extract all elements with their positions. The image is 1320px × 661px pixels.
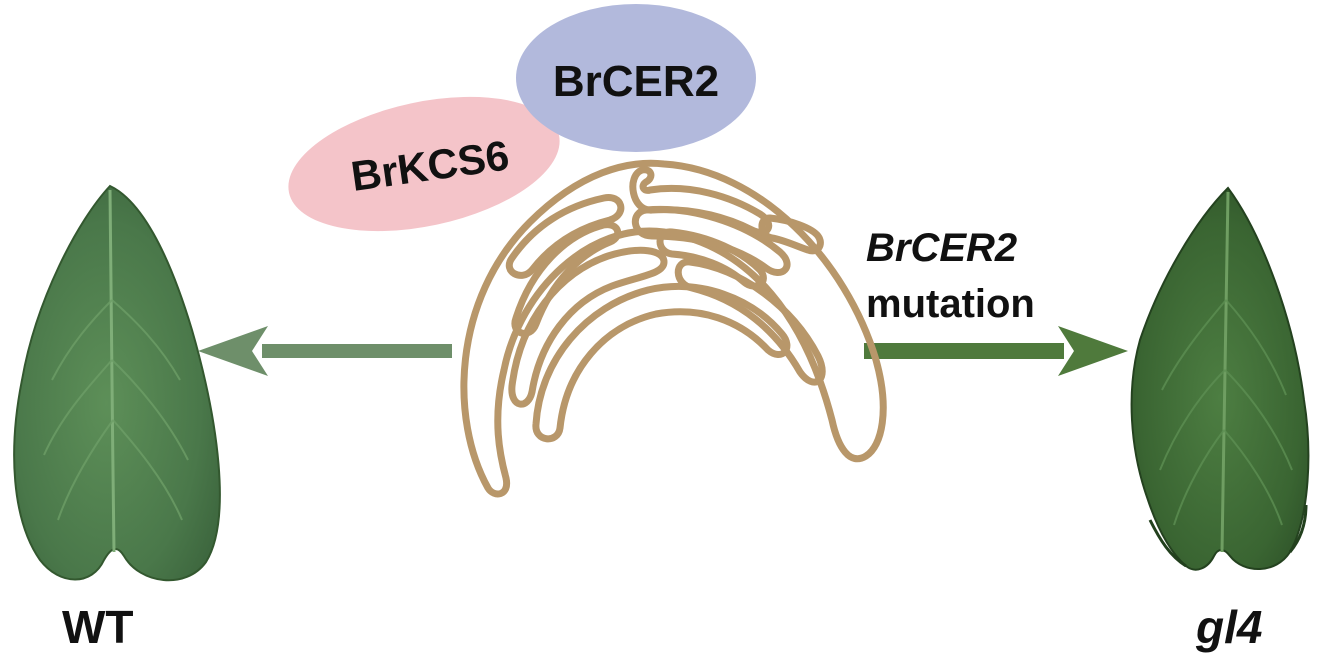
mutation-word-label: mutation [866, 282, 1035, 326]
brkcs6-ellipse [288, 96, 560, 232]
arrow-to-wt [198, 326, 452, 376]
brcer2-label: BrCER2 [553, 57, 719, 106]
arrow-to-gl4 [864, 326, 1128, 376]
wt-leaf-image [13, 184, 221, 582]
gl4-label: gl4 [1196, 601, 1263, 653]
wt-label: WT [62, 601, 134, 653]
endoplasmic-reticulum-icon [460, 159, 887, 498]
mutation-gene-label: BrCER2 [866, 226, 1018, 270]
gl4-leaf-image [1130, 186, 1310, 571]
brcer2-ellipse [516, 4, 756, 152]
